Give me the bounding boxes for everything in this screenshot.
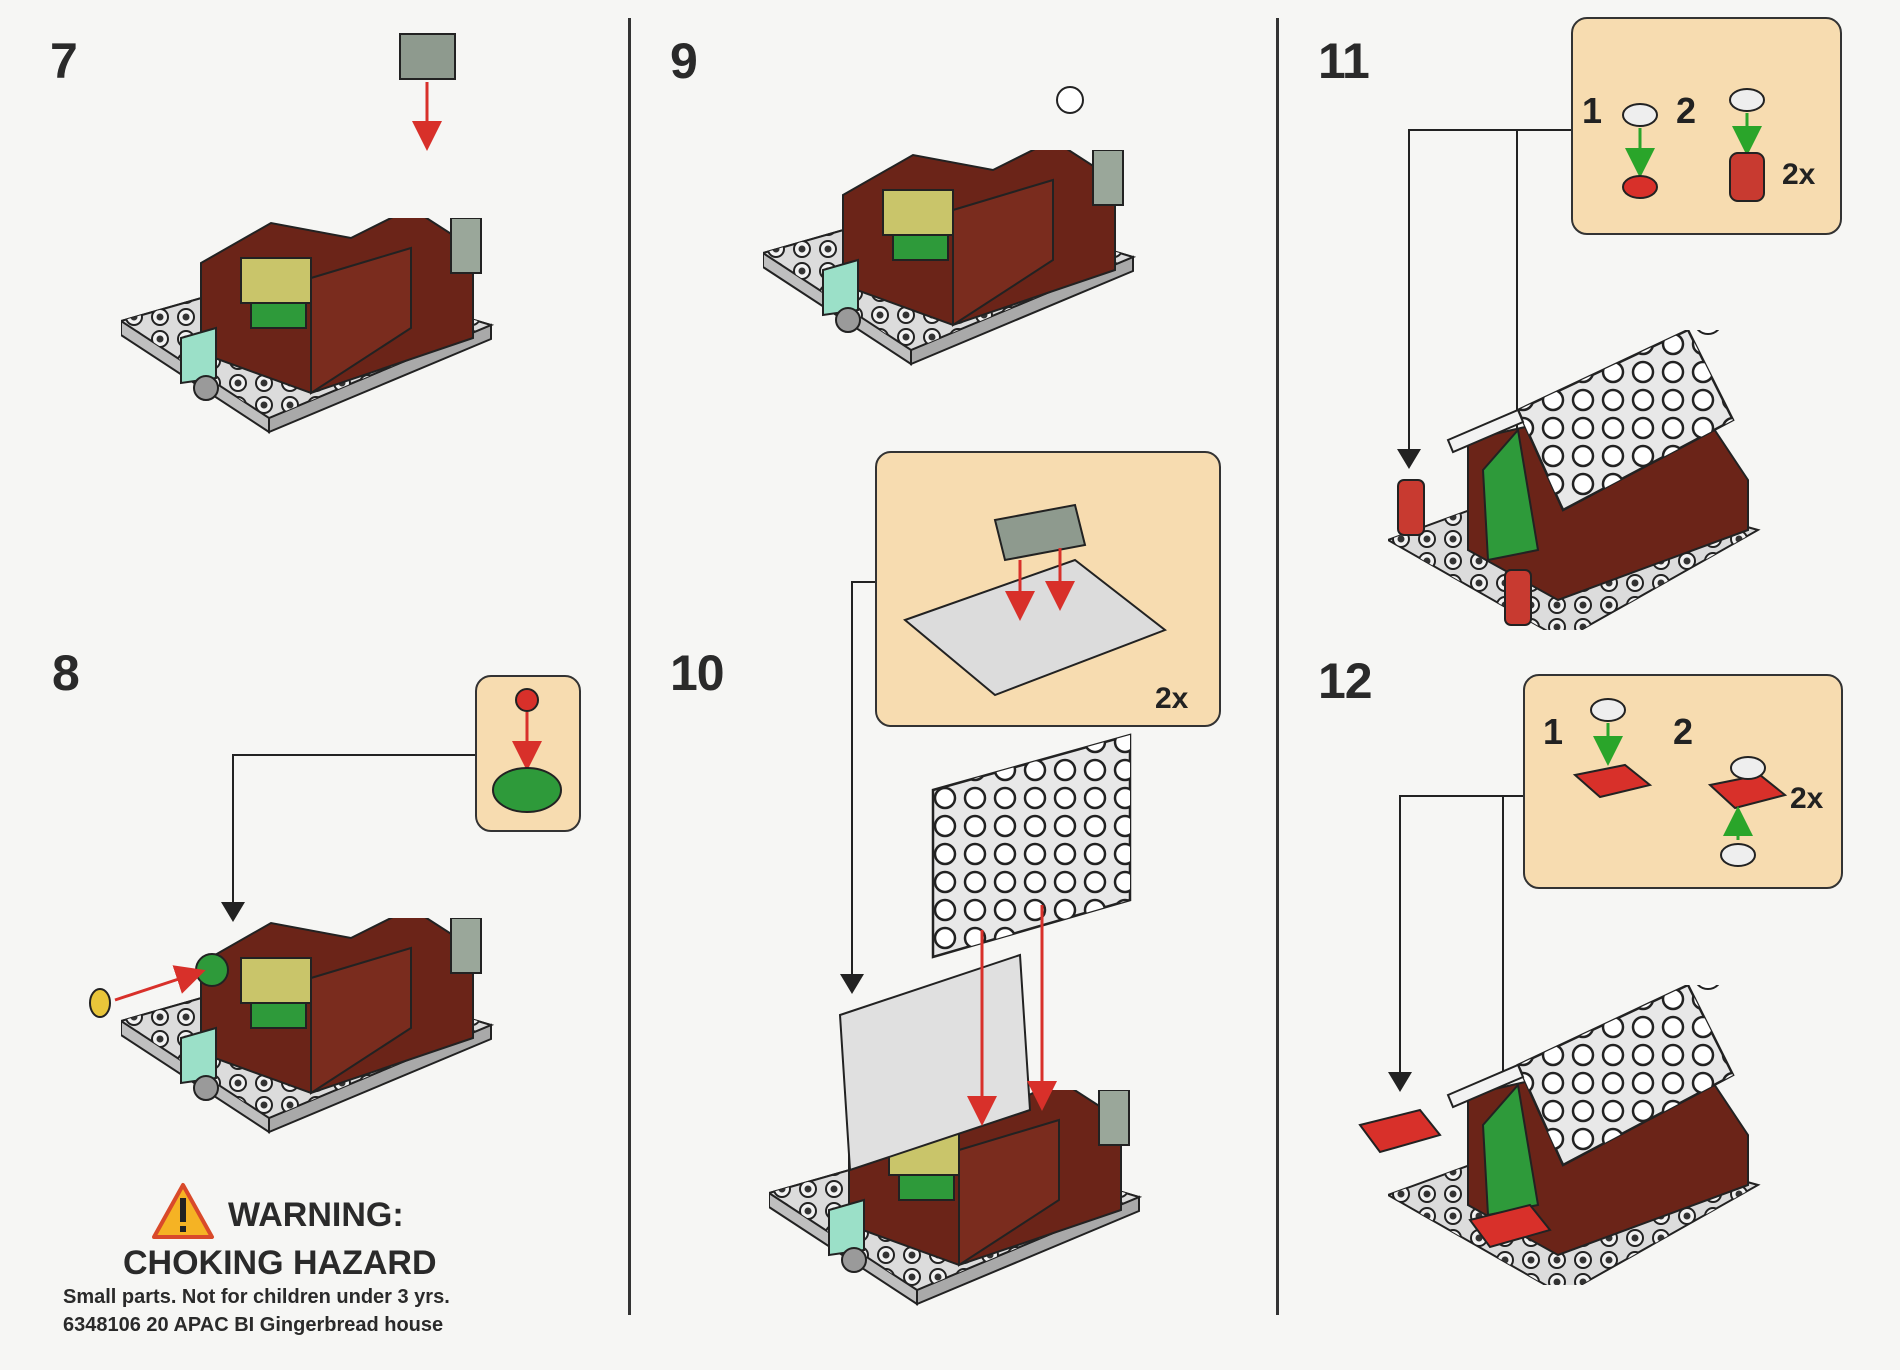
warning-code: 6348106 20 APAC BI Gingerbread house [63,1314,444,1336]
step9-model [763,140,1133,364]
step7-grey-brick [399,33,456,80]
step12-red-tile-right [1468,1203,1552,1249]
column-divider-1 [628,18,631,1315]
warning-detail: Small parts. Not for children under 3 yr… [63,1286,450,1308]
red-round-plate-icon [515,688,539,712]
step-number-12: 12 [1318,653,1373,709]
step10-callout-hinge [993,503,1087,562]
step8-model [121,908,491,1132]
step8-yellow-piece [89,988,111,1018]
step11-callout-white-plate-2 [1729,88,1765,112]
column-divider-2 [1276,18,1279,1315]
step-number-9: 9 [670,33,698,89]
step11-multiplier: 2x [1782,158,1816,191]
step12-red-tile-left [1358,1108,1442,1154]
step12-leader-line-1 [1388,795,1523,1092]
step12-multiplier: 2x [1790,782,1824,815]
step12-sub-2: 2 [1673,711,1694,752]
step10-grey-plate-studs [933,735,1130,957]
step8-leader-line [221,754,475,922]
step-number-8: 8 [52,645,80,701]
step8-green-round-plate [195,953,229,987]
step10-callout-plate [903,558,1168,697]
step11-model [1388,306,1758,640]
step-number-10: 10 [670,645,725,701]
step7-model [121,208,491,432]
step-number-7: 7 [50,33,78,89]
warning-hazard: CHOKING HAZARD [123,1244,437,1282]
warning-triangle-icon [152,1183,214,1239]
step11-callout-white-plate-1 [1622,103,1658,127]
step-number-11: 11 [1318,33,1370,89]
step12-callout-white-plate-3 [1720,843,1756,867]
green-round-plate-icon [492,767,562,813]
step10-leader-line [840,581,875,994]
step11-sub-1: 1 [1582,90,1603,131]
step11-callout-red-stack [1729,152,1765,202]
step12-callout-white-plate-1 [1590,698,1626,722]
step12-sub-1: 1 [1543,711,1564,752]
step11-stack-left [1397,479,1425,536]
step11-stack-right [1504,569,1532,626]
step12-model [1388,961,1758,1295]
step12-callout-white-plate-2 [1730,756,1766,780]
step12-callout-red-tile-1 [1572,763,1653,799]
step10-multiplier: 2x [1155,682,1189,715]
warning-title: WARNING: [228,1196,404,1234]
step11-callout-red-plate [1622,175,1658,199]
step8-arrow [114,965,206,1002]
step9-snow-chimney [1056,86,1084,114]
step11-sub-2: 2 [1676,90,1697,131]
